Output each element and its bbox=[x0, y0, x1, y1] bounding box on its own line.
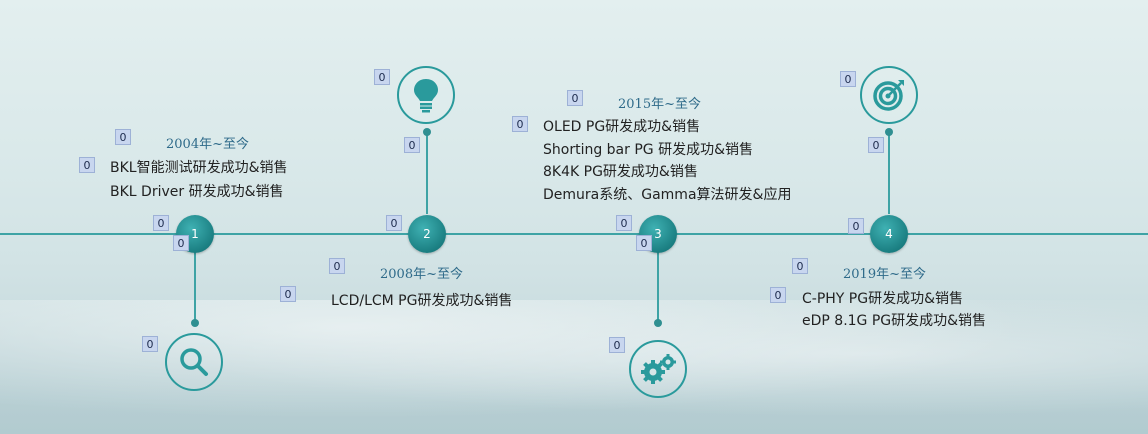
target-icon bbox=[873, 80, 904, 111]
milestone-4-line-1: C-PHY PG研发成功&销售 bbox=[802, 291, 964, 307]
badge[interactable]: 0 bbox=[386, 215, 402, 231]
badge[interactable]: 0 bbox=[374, 69, 390, 85]
connector-dot-4 bbox=[885, 128, 893, 136]
badge[interactable]: 0 bbox=[115, 129, 131, 145]
badge[interactable]: 0 bbox=[79, 157, 95, 173]
timeline-axis bbox=[0, 233, 1148, 235]
badge[interactable]: 0 bbox=[512, 116, 528, 132]
milestone-4-line-2: eDP 8.1G PG研发成功&销售 bbox=[802, 313, 987, 329]
badge[interactable]: 0 bbox=[868, 137, 884, 153]
timeline-node-3[interactable]: 3 bbox=[639, 215, 677, 253]
connector-dot-2 bbox=[423, 128, 431, 136]
badge[interactable]: 0 bbox=[848, 218, 864, 234]
milestone-3-line-3: 8K4K PG研发成功&销售 bbox=[543, 164, 698, 180]
node-label-2: 2 bbox=[423, 227, 431, 241]
milestone-3-line-4: Demura系统、Gamma算法研发&应用 bbox=[543, 187, 792, 203]
lightbulb-icon bbox=[414, 79, 438, 113]
badge[interactable]: 0 bbox=[792, 258, 808, 274]
connector-1 bbox=[194, 252, 196, 324]
milestone-1-line-2: BKL Driver 研发成功&销售 bbox=[110, 184, 284, 200]
badge[interactable]: 0 bbox=[280, 286, 296, 302]
badge[interactable]: 0 bbox=[329, 258, 345, 274]
badge[interactable]: 0 bbox=[404, 137, 420, 153]
connector-4 bbox=[888, 132, 890, 214]
search-icon bbox=[180, 348, 208, 376]
badge[interactable]: 0 bbox=[153, 215, 169, 231]
timeline-node-2[interactable]: 2 bbox=[408, 215, 446, 253]
gears-icon-ring bbox=[629, 340, 687, 398]
milestone-3-line-1: OLED PG研发成功&销售 bbox=[543, 119, 701, 135]
badge[interactable]: 0 bbox=[142, 336, 158, 352]
badge[interactable]: 0 bbox=[840, 71, 856, 87]
milestone-1-year: 2004年~至今 bbox=[166, 137, 249, 152]
search-icon-ring bbox=[165, 333, 223, 391]
badge[interactable]: 0 bbox=[567, 90, 583, 106]
badge[interactable]: 0 bbox=[770, 287, 786, 303]
node-label-4: 4 bbox=[885, 227, 893, 241]
badge[interactable]: 0 bbox=[609, 337, 625, 353]
gears-icon bbox=[641, 354, 676, 384]
badge[interactable]: 0 bbox=[173, 235, 189, 251]
connector-3 bbox=[657, 252, 659, 324]
milestone-2-line-1: LCD/LCM PG研发成功&销售 bbox=[331, 293, 513, 309]
connector-dot-3 bbox=[654, 319, 662, 327]
milestone-4-year: 2019年~至今 bbox=[843, 267, 926, 282]
connector-2 bbox=[426, 132, 428, 214]
milestone-3-year: 2015年~至今 bbox=[618, 97, 701, 112]
milestone-2-year: 2008年~至今 bbox=[380, 267, 463, 282]
target-icon-ring bbox=[860, 66, 918, 124]
lightbulb-icon-ring bbox=[397, 66, 455, 124]
node-label-1: 1 bbox=[191, 227, 199, 241]
milestone-3-line-2: Shorting bar PG 研发成功&销售 bbox=[543, 142, 753, 158]
badge[interactable]: 0 bbox=[636, 235, 652, 251]
timeline-node-4[interactable]: 4 bbox=[870, 215, 908, 253]
milestone-1-line-1: BKL智能测试研发成功&销售 bbox=[110, 160, 288, 176]
node-label-3: 3 bbox=[654, 227, 662, 241]
connector-dot-1 bbox=[191, 319, 199, 327]
badge[interactable]: 0 bbox=[616, 215, 632, 231]
